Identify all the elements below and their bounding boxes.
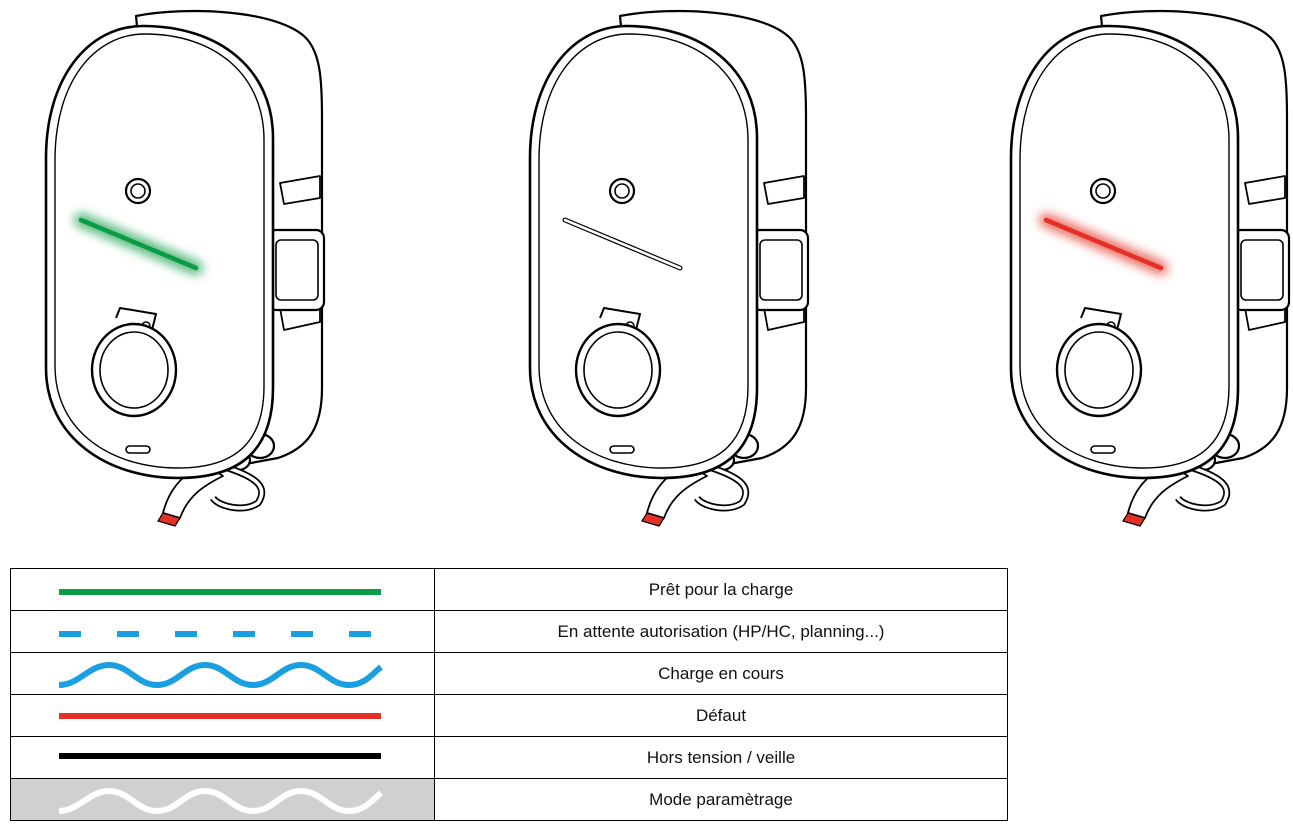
charger-fault bbox=[993, 8, 1293, 527]
legend-row-charging: Charge en cours bbox=[10, 652, 1008, 695]
legend-label: Prêt pour la charge bbox=[434, 568, 1008, 611]
solid-green-line-icon bbox=[10, 568, 435, 611]
solid-black-line-icon bbox=[10, 736, 435, 779]
legend-row-fault: Défaut bbox=[10, 694, 1008, 737]
solid-red-line-icon bbox=[10, 694, 435, 737]
legend-label: Défaut bbox=[434, 694, 1008, 737]
wave-white-icon bbox=[10, 778, 435, 821]
legend-label: Charge en cours bbox=[434, 652, 1008, 695]
wave-blue-icon bbox=[10, 652, 435, 695]
legend-label: Hors tension / veille bbox=[434, 736, 1008, 779]
legend-label: Mode paramètrage bbox=[434, 778, 1008, 821]
legend-row-settings: Mode paramètrage bbox=[10, 778, 1008, 821]
legend-label: En attente autorisation (HP/HC, planning… bbox=[434, 610, 1008, 653]
charger-off bbox=[512, 8, 812, 527]
charger-ready bbox=[28, 8, 328, 527]
led-legend-table: Prêt pour la charge En attente autorisat… bbox=[10, 568, 1008, 821]
legend-row-waiting: En attente autorisation (HP/HC, planning… bbox=[10, 610, 1008, 653]
dashed-blue-line-icon bbox=[10, 610, 435, 653]
legend-row-off: Hors tension / veille bbox=[10, 736, 1008, 779]
legend-row-ready: Prêt pour la charge bbox=[10, 568, 1008, 611]
led-bar bbox=[1043, 217, 1164, 271]
led-bar bbox=[78, 217, 199, 271]
